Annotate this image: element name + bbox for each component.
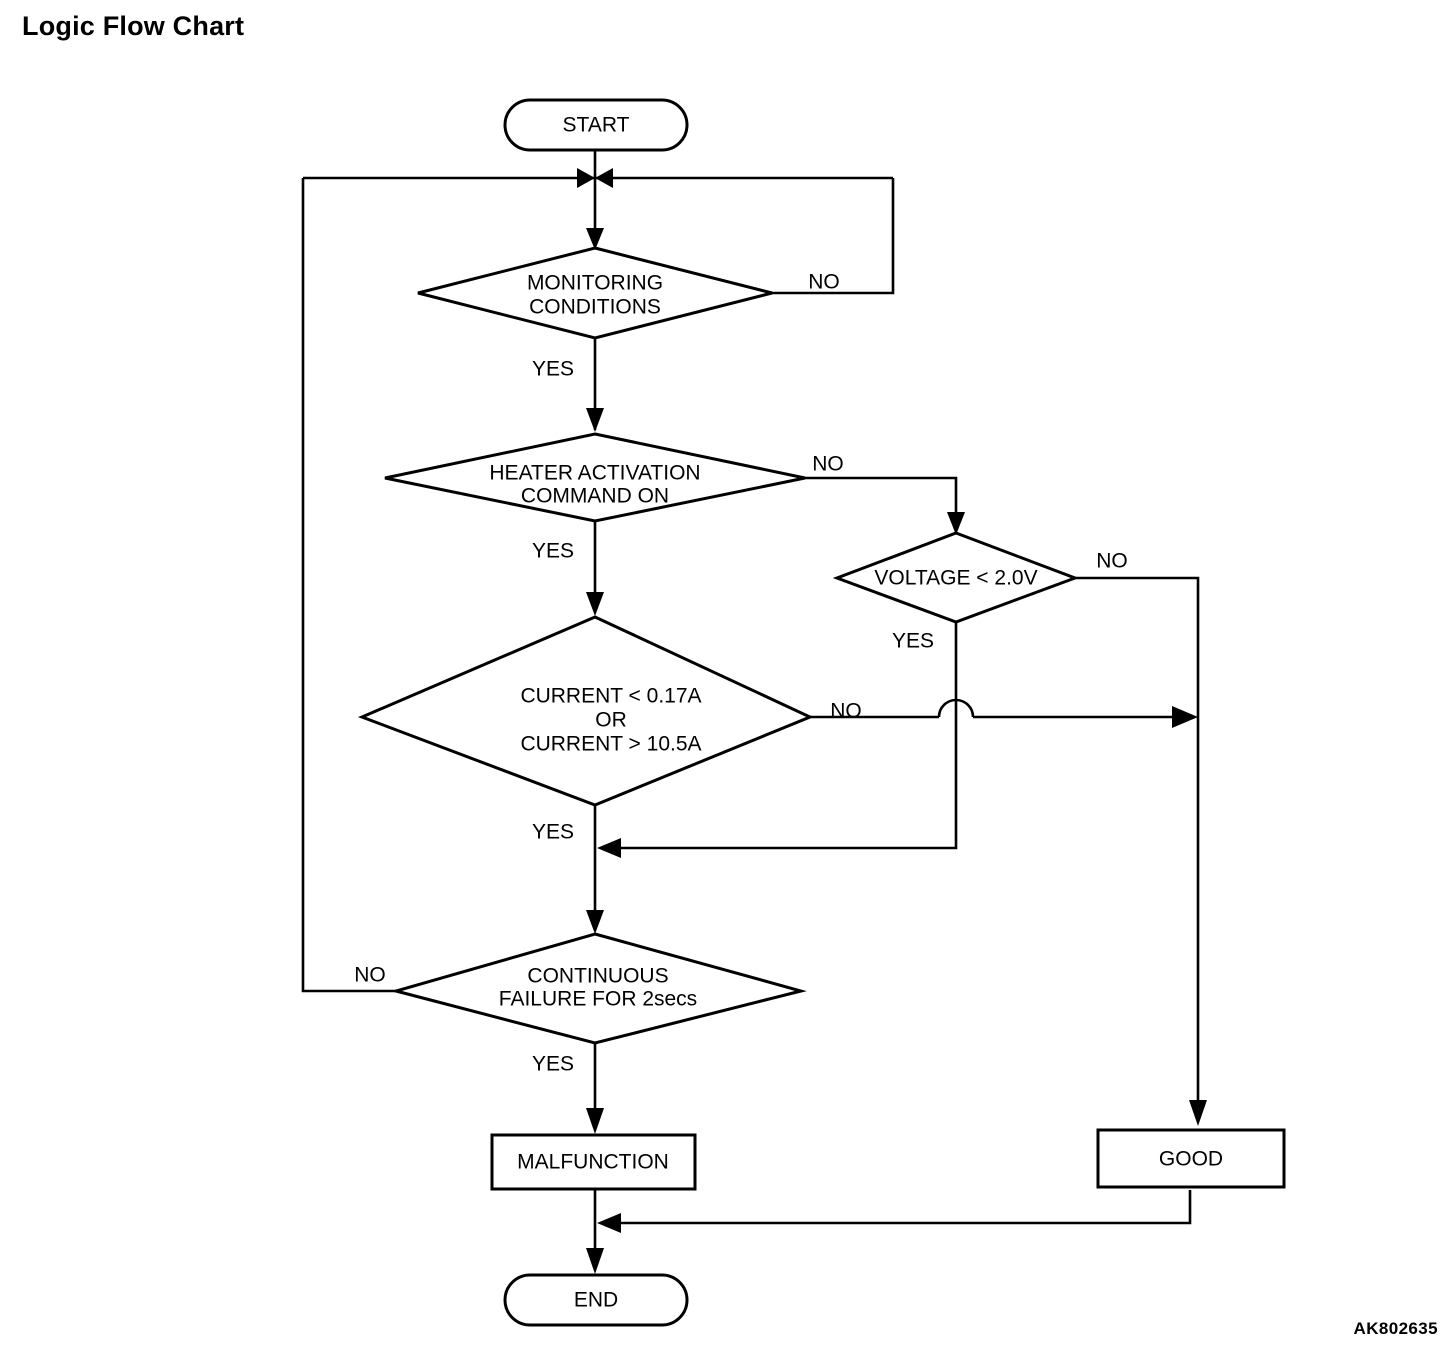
node-start-label: START: [563, 114, 630, 137]
node-current-line1: CURRENT < 0.17A: [520, 685, 701, 708]
arrowhead-merge-left: [577, 168, 595, 188]
watermark-code: AK802635: [1353, 1319, 1438, 1338]
node-good-label: GOOD: [1159, 1148, 1223, 1171]
edge-good-to-end: [597, 1190, 1192, 1233]
edge-heater-no: [805, 476, 965, 535]
branch-label-continuous-no: NO: [354, 964, 386, 987]
branch-label-continuous-yes: YES: [532, 1053, 574, 1076]
node-monitoring-line1: MONITORING: [527, 272, 663, 295]
branch-label-voltage-no: NO: [1096, 550, 1128, 573]
branch-label-monitoring-no: NO: [808, 271, 840, 294]
node-monitoring-line2: CONDITIONS: [529, 296, 661, 319]
node-current-check: CURRENT < 0.17A OR CURRENT > 10.5A: [357, 615, 814, 807]
node-monitoring-conditions: MONITORING CONDITIONS: [417, 246, 773, 340]
node-current-line3: CURRENT > 10.5A: [520, 733, 701, 756]
edge-monitoring-yes: [586, 338, 604, 432]
edge-current-no: [810, 698, 1198, 728]
edge-merge-to-monitoring: [586, 228, 604, 250]
node-malfunction-label: MALFUNCTION: [517, 1151, 669, 1174]
node-malfunction: MALFUNCTION: [490, 1133, 697, 1191]
node-continuous-failure: CONTINUOUS FAILURE FOR 2secs: [390, 932, 807, 1045]
branch-label-current-no: NO: [830, 700, 862, 723]
node-current-line2: OR: [595, 709, 627, 732]
node-start: START: [503, 98, 689, 152]
branch-label-heater-yes: YES: [532, 540, 574, 563]
branch-label-current-yes: YES: [532, 821, 574, 844]
branch-label-heater-no: NO: [812, 453, 844, 476]
node-good: GOOD: [1096, 1128, 1286, 1189]
node-end-label: END: [574, 1289, 618, 1312]
edge-continuous-no: [301, 178, 396, 993]
edge-malfunction-to-end: [586, 1190, 604, 1274]
edge-heater-yes: [586, 521, 604, 616]
edge-voltage-no: [1075, 576, 1207, 1126]
node-end: END: [503, 1273, 689, 1327]
edge-voltage-yes: [597, 622, 958, 858]
node-heater-line2: COMMAND ON: [521, 485, 669, 508]
node-heater-activation: HEATER ACTIVATION COMMAND ON: [384, 432, 806, 523]
branch-label-voltage-yes: YES: [892, 630, 934, 653]
node-continuous-line2: FAILURE FOR 2secs: [499, 988, 697, 1011]
node-heater-line1: HEATER ACTIVATION: [489, 462, 700, 485]
edge-monitoring-no: [772, 178, 895, 295]
branch-label-monitoring-yes: YES: [532, 358, 574, 381]
node-continuous-line1: CONTINUOUS: [527, 965, 668, 988]
edge-current-yes: [586, 805, 604, 934]
merge-bar-top: [303, 168, 893, 188]
arrowhead-merge-right: [595, 168, 613, 188]
node-voltage-line1: VOLTAGE < 2.0V: [874, 567, 1037, 590]
edge-continuous-yes: [586, 1043, 604, 1134]
node-voltage-check: VOLTAGE < 2.0V: [832, 531, 1080, 624]
page-title: Logic Flow Chart: [22, 11, 245, 41]
